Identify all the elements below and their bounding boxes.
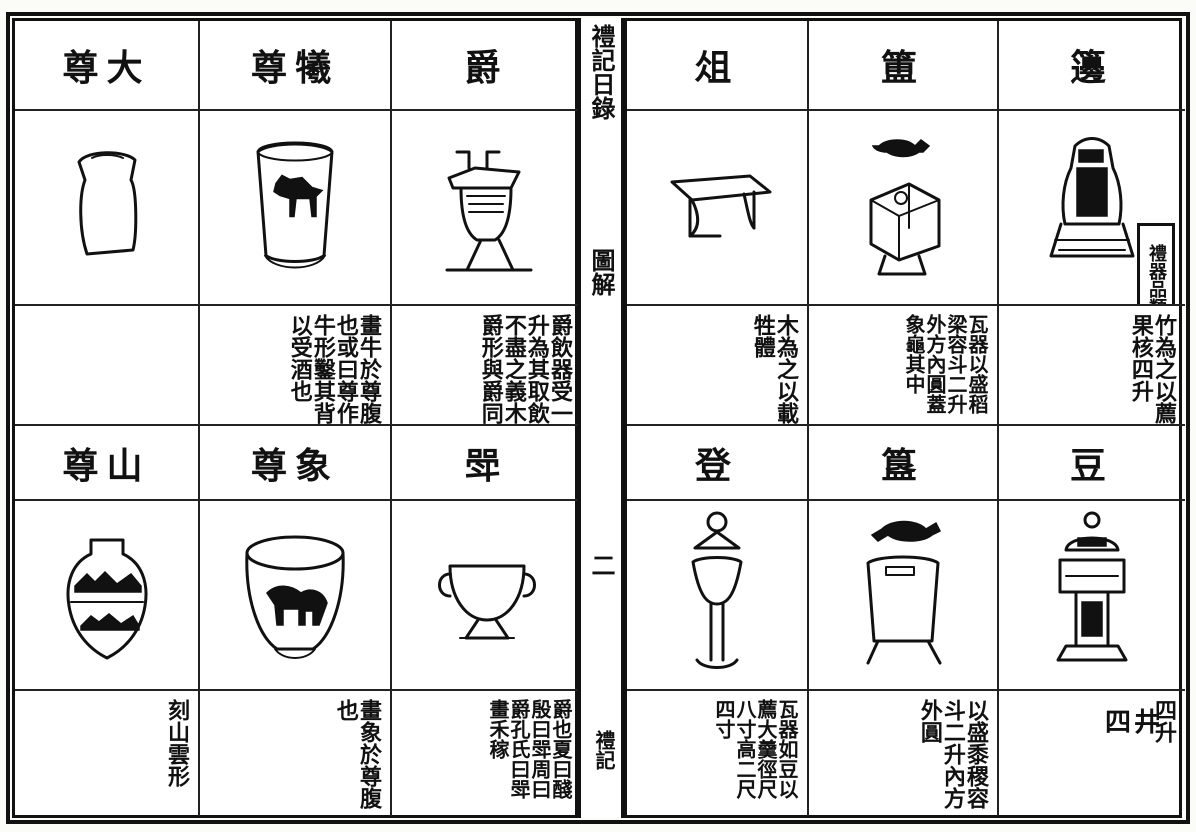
xiang-zun-caption: 畫象於尊腹也	[332, 699, 382, 809]
title-bian: 籩	[999, 21, 1185, 111]
bian-vessel-icon	[1037, 128, 1147, 288]
zu-image-cell	[627, 111, 809, 306]
zu-stand-icon	[652, 158, 782, 258]
gui-caption: 以盛黍稷容斗二升內方外圓	[916, 699, 989, 809]
category-badge: 禮器品類	[1137, 223, 1175, 304]
title-gui: 簋	[809, 426, 999, 501]
title-jia: 斝	[392, 426, 581, 501]
outer-frame	[6, 12, 1190, 824]
fu-caption: 瓦器以盛稻梁容斗二升外方內圓蓋象龜其中	[902, 314, 989, 414]
fu-image-cell	[809, 111, 999, 306]
da-zun-image-cell	[15, 111, 200, 306]
xi-zun-vessel-icon	[240, 135, 350, 280]
left-panel: 尊大 尊犧 爵	[12, 18, 581, 818]
spine-title: 禮記日錄	[587, 24, 616, 120]
right-panel: 俎 簠 籩 禮器品類	[624, 18, 1185, 818]
gui-image-cell	[809, 501, 999, 691]
fu-vessel-icon	[853, 128, 953, 288]
dou-caption-cell: 四升	[999, 691, 1185, 816]
jue-caption-cell: 爵飲器受一升為其取飲不盡之義木爵形與爵同	[392, 306, 581, 426]
title-xiang-zun: 尊象	[200, 426, 392, 501]
bian-caption: 竹為之以薦果核四升	[1127, 314, 1177, 424]
title-deng: 登	[627, 426, 809, 501]
xi-zun-caption-cell: 畫牛於尊腹也或曰尊作牛形鑿其背以受酒也	[200, 306, 392, 426]
xi-zun-image-cell	[200, 111, 392, 306]
deng-vessel-icon	[667, 510, 767, 680]
xi-zun-caption: 畫牛於尊腹也或曰尊作牛形鑿其背以受酒也	[286, 314, 382, 424]
shan-zun-vessel-icon	[57, 520, 157, 670]
jia-image-cell	[392, 501, 581, 691]
dou-caption: 四升	[1151, 699, 1177, 743]
zu-caption-cell: 木為之以載牲體	[627, 306, 809, 426]
xiang-zun-vessel-icon	[235, 525, 355, 665]
bian-image-cell: 禮器品類	[999, 111, 1185, 306]
da-zun-vessel-icon	[67, 138, 147, 278]
title-jue: 爵	[392, 21, 581, 111]
title-dou: 豆	[999, 426, 1185, 501]
bian-caption-cell: 竹為之以薦果核四升	[999, 306, 1185, 426]
left-mid-empty	[15, 306, 200, 426]
gui-caption-cell: 以盛黍稷容斗二升內方外圓	[809, 691, 999, 816]
title-xi-zun: 尊犧	[200, 21, 392, 111]
fu-caption-cell: 瓦器以盛稻梁容斗二升外方內圓蓋象龜其中	[809, 306, 999, 426]
shan-zun-image-cell	[15, 501, 200, 691]
edge-stamp: 四井	[1105, 708, 1164, 738]
jue-vessel-icon	[427, 128, 547, 288]
spine-section: 圖解	[587, 248, 616, 296]
center-spine: 禮記日錄 圖解 二	[578, 18, 624, 818]
spine-page-number: 二	[587, 553, 616, 577]
title-fu: 簠	[809, 21, 999, 111]
jue-caption: 爵飲器受一升為其取飲不盡之義木爵形與爵同	[477, 314, 573, 424]
title-zu: 俎	[627, 21, 809, 111]
gui-vessel-icon	[848, 515, 958, 675]
title-da-zun: 尊大	[15, 21, 200, 111]
zu-caption: 木為之以載牲體	[749, 314, 799, 424]
shan-zun-caption: 刻山雲形	[164, 699, 190, 787]
xiang-zun-image-cell	[200, 501, 392, 691]
dou-image-cell	[999, 501, 1185, 691]
title-shan-zun: 尊山	[15, 426, 200, 501]
jue-image-cell	[392, 111, 581, 306]
dou-vessel-icon	[1042, 510, 1142, 680]
edge-stamp-2: 禮記	[592, 730, 616, 770]
jia-caption-cell: 爵也夏曰醆殷曰斝周曰爵孔氏曰斝畫禾稼	[392, 691, 581, 816]
shan-zun-caption-cell: 刻山雲形	[15, 691, 200, 816]
jia-vessel-icon	[432, 540, 542, 650]
deng-caption-cell: 瓦器如豆以薦大羹徑尺八寸高二尺四寸	[627, 691, 809, 816]
deng-image-cell	[627, 501, 809, 691]
xiang-zun-caption-cell: 畫象於尊腹也	[200, 691, 392, 816]
deng-caption: 瓦器如豆以薦大羹徑尺八寸高二尺四寸	[712, 699, 799, 799]
jia-caption: 爵也夏曰醆殷曰斝周曰爵孔氏曰斝畫禾稼	[486, 699, 573, 799]
